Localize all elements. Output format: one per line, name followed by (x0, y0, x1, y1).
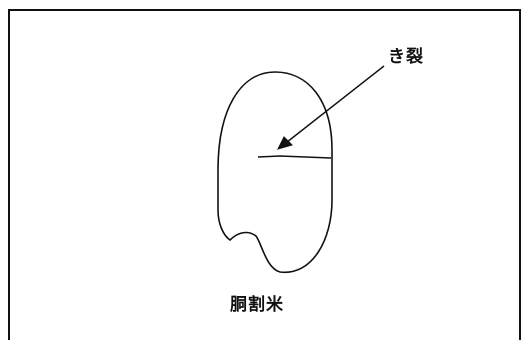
rice-grain-outline (217, 71, 333, 273)
crack-label: き裂 (388, 47, 424, 67)
crack-arrow-head (277, 136, 293, 150)
cracked-rice-label: 胴割米 (230, 295, 284, 315)
crack-arrow-shaft (281, 65, 385, 147)
crack-line (257, 155, 332, 159)
figure-frame (8, 9, 521, 340)
